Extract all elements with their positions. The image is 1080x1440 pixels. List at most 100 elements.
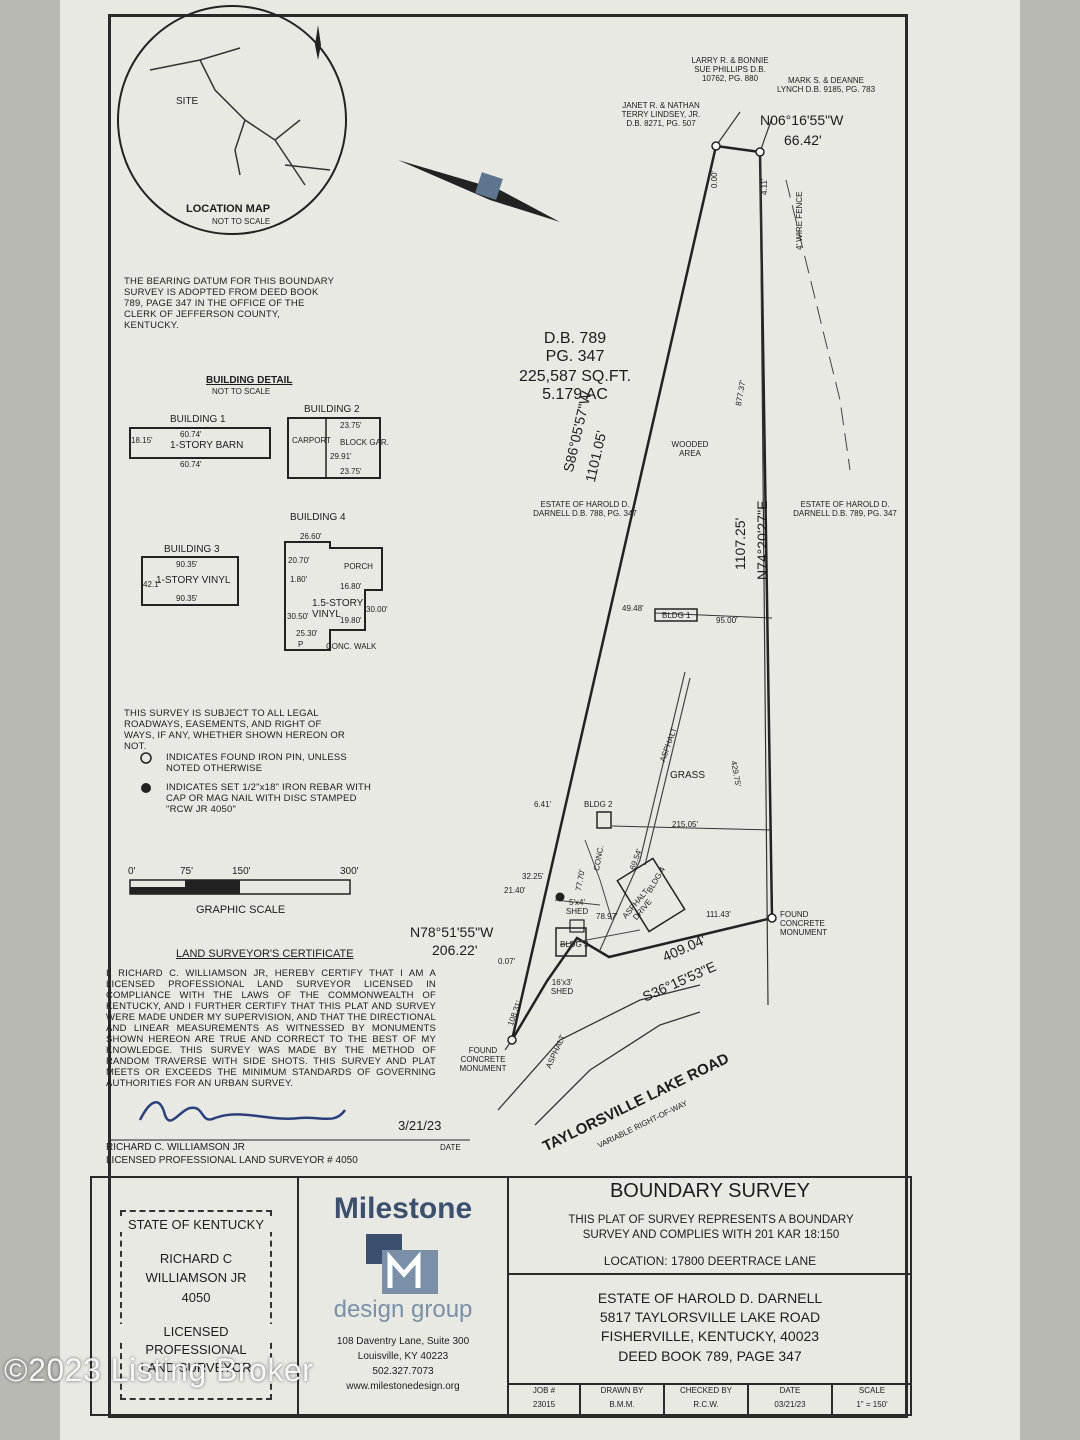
north-arrow-small-icon — [315, 25, 321, 60]
building1-desc: 1-STORY BARN — [170, 440, 244, 451]
checked-label: CHECKED BY — [679, 1386, 732, 1395]
survey-title: BOUNDARY SURVEY — [609, 1180, 811, 1202]
drawn-value: B.M.M. — [609, 1400, 635, 1409]
job-number: 23015 — [532, 1400, 556, 1409]
owner-larry-phillips: LARRY R. & BONNIE SUE PHILLIPS D.B. 1076… — [691, 56, 769, 83]
survey-statement: THIS PLAT OF SURVEY REPRESENTS A BOUNDAR… — [568, 1214, 854, 1241]
property-boundary — [510, 144, 774, 1041]
building3-height: 42.1' — [143, 580, 161, 589]
road-edge-lines — [497, 984, 701, 1126]
certificate-date: 3/21/23 — [398, 1118, 442, 1133]
dim-215-05: 215.05' — [672, 820, 698, 829]
dim-4-11: 4.11' — [760, 178, 769, 195]
dim-21-40: 21.40' — [504, 886, 526, 895]
plat-sqft: 225,587 SQ.FT. — [518, 368, 632, 385]
property-address-2: FISHERVILLE, KENTUCKY, 40023 — [600, 1328, 820, 1344]
bldg3-label: BLDG 3 — [560, 940, 589, 949]
dim-6-41: 6.41' — [534, 800, 552, 809]
building-detail-title: BUILDING DETAIL — [206, 375, 293, 386]
building4-top: 26.60' — [300, 532, 322, 541]
scale-cell — [832, 1384, 912, 1416]
scale-tick-0: 0' — [128, 866, 136, 877]
found-monument-right-icon — [767, 913, 777, 923]
asphalt-drive-lines — [599, 671, 691, 951]
building1-width-bottom: 60.74' — [180, 460, 202, 469]
dim-49-48: 49.48' — [622, 604, 644, 613]
date-cell — [748, 1384, 832, 1416]
company-logo-icon — [366, 1234, 438, 1294]
drawing-frame — [108, 14, 908, 1418]
job-label: JOB # — [532, 1386, 556, 1395]
set-rebar-icon — [555, 892, 565, 902]
company-sub: design group — [333, 1296, 473, 1323]
title-cell — [508, 1176, 912, 1274]
seal-name-2: WILLIAMSON JR — [145, 1270, 247, 1285]
bldg4-shape — [616, 857, 686, 933]
signature-mark — [138, 1101, 347, 1122]
bearing-right: N74°20'27"E — [754, 500, 770, 580]
iron-pin-top-icon — [711, 141, 721, 151]
job-cell — [508, 1384, 580, 1416]
owner-mark-lynch: MARK S. & DEANNE LYNCH D.B. 9185, PG. 78… — [776, 76, 876, 94]
building4-d6: 30.00' — [366, 605, 388, 614]
scale-bar-fill-2 — [130, 887, 185, 894]
building2-desc: BLOCK GAR. — [340, 438, 389, 447]
company-website: www.milestonedesign.org — [346, 1381, 460, 1392]
building4-desc: 1.5-STORY VINYL — [312, 598, 364, 620]
building2-carport: CARPORT — [292, 436, 331, 445]
owner-janet-lindsey: JANET R. & NATHAN TERRY LINDSEY, JR. D.B… — [621, 101, 701, 128]
iron-pin-top-right-icon — [755, 147, 765, 157]
shed2-label: 16'x3' SHED — [550, 978, 574, 996]
plat-page: PG. 347 — [545, 348, 605, 365]
wire-fence-label: 4' WIRE FENCE — [795, 191, 804, 250]
building4-d7: 25.30' — [296, 629, 318, 638]
building1-width-top: 60.74' — [180, 430, 202, 439]
dim-78-97: 78.97' — [596, 912, 618, 921]
legend-set-icon — [141, 783, 151, 793]
scale-label: SCALE — [858, 1386, 886, 1395]
building-detail-scale-note: NOT TO SCALE — [212, 387, 271, 396]
location-map-roads — [149, 47, 331, 186]
seal-licensed: LICENSED — [118, 1324, 274, 1339]
bearing-right-length: 1107.25' — [732, 517, 748, 570]
listing-watermark: ©2023 Listing Broker — [4, 1352, 314, 1388]
surveyor-name: RICHARD C. WILLIAMSON JR — [106, 1142, 245, 1153]
date-value: 03/21/23 — [774, 1400, 806, 1409]
scale-bar-fill — [185, 880, 240, 894]
drawn-label: DRAWN BY — [600, 1386, 644, 1395]
building4-detail-shape — [284, 541, 383, 651]
location-map-title: LOCATION MAP — [186, 203, 271, 215]
seal-land-surveyor: LAND SURVEYOR — [140, 1360, 252, 1375]
seal-number: 4050 — [181, 1290, 211, 1305]
bearing-bottom-left: N78°51'55"W — [410, 924, 494, 940]
building4-p: P — [298, 640, 304, 649]
building2-title: BUILDING 2 — [304, 404, 360, 415]
shed-shape — [569, 919, 585, 933]
scale-value: 1" = 150' — [856, 1400, 888, 1409]
company-cell — [298, 1176, 508, 1416]
location-map-circle — [117, 5, 347, 235]
bldg1-dim-line — [654, 612, 773, 619]
building2-height: 29.91' — [330, 452, 352, 461]
bearing-bottom-left-length: 206.22' — [432, 942, 478, 958]
legend-found-icon — [140, 752, 152, 764]
scale-tick-150: 150' — [232, 866, 251, 877]
building4-walk: CONC. WALK — [326, 642, 377, 651]
bearing-top: N06°16'55"W — [760, 112, 844, 128]
building4-d3: 16.80' — [340, 582, 362, 591]
seal-cell — [90, 1176, 298, 1416]
site-label: SITE — [176, 96, 199, 107]
company-address-1: 108 Daventry Lane, Suite 300 — [336, 1336, 470, 1347]
plat-acres: 5.179 AC — [542, 386, 608, 403]
building2-width-bottom: 23.75' — [340, 467, 362, 476]
drawn-cell — [580, 1384, 664, 1416]
dim-32-25: 32.25' — [522, 872, 544, 881]
legend-set-text: INDICATES SET 1/2"x18" IRON REBAR WITH C… — [166, 782, 372, 815]
dim-95-00: 95.00' — [716, 616, 738, 625]
scale-tick-300: 300' — [340, 866, 359, 877]
building1-detail-shape — [129, 427, 271, 459]
bldg1-shape — [654, 608, 698, 622]
grass-label: GRASS — [670, 770, 706, 781]
checked-cell — [664, 1384, 748, 1416]
wooded-area-label: WOODED AREA — [671, 440, 709, 458]
